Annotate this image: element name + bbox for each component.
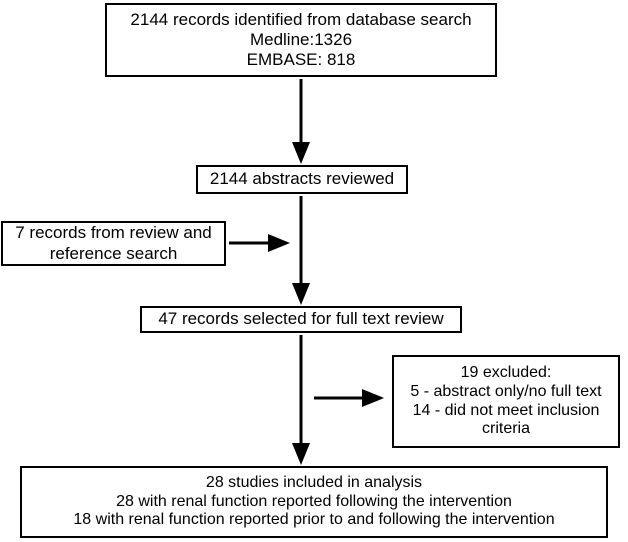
node-abstracts-reviewed-line-1: 2144 abstracts reviewed <box>209 169 395 189</box>
arrow-abstracts-to-full-text <box>292 196 310 305</box>
node-studies-included-line-3: 18 with renal function reported prior to… <box>73 511 555 529</box>
node-records-identified-line-1: 2144 records identified from database se… <box>130 9 472 29</box>
node-records-selected-full-text: 47 records selected for full text review <box>140 306 462 333</box>
node-abstracts-reviewed: 2144 abstracts reviewed <box>196 165 408 194</box>
node-studies-included-line-2: 28 with renal function reported followin… <box>116 492 512 510</box>
node-records-excluded-line-4: criteria <box>481 420 530 438</box>
node-records-selected-full-text-line-1: 47 records selected for full text review <box>158 309 444 329</box>
arrow-full-text-to-included <box>292 335 310 465</box>
node-records-identified-line-2: Medline:1326 <box>249 29 353 49</box>
node-records-excluded: 19 excluded: 5 - abstract only/no full t… <box>392 355 620 448</box>
node-studies-included: 28 studies included in analysis 28 with … <box>20 466 608 538</box>
node-records-identified: 2144 records identified from database se… <box>105 3 497 77</box>
arrow-full-text-to-excluded <box>314 389 384 407</box>
arrow-review-ref-to-main-stem <box>229 234 290 252</box>
node-records-excluded-line-2: 5 - abstract only/no full text <box>410 382 602 400</box>
node-studies-included-line-1: 28 studies included in analysis <box>205 473 423 491</box>
node-review-and-reference-search-line-1: 7 records from review and <box>15 223 212 243</box>
node-review-and-reference-search: 7 records from review and reference sear… <box>1 221 226 266</box>
node-records-excluded-line-1: 19 excluded: <box>460 363 552 381</box>
node-records-excluded-line-3: 14 - did not meet inclusion <box>412 401 600 419</box>
arrow-identified-to-abstracts <box>292 79 310 164</box>
node-review-and-reference-search-line-2: reference search <box>49 243 178 263</box>
node-records-identified-line-3: EMBASE: 818 <box>246 50 356 70</box>
